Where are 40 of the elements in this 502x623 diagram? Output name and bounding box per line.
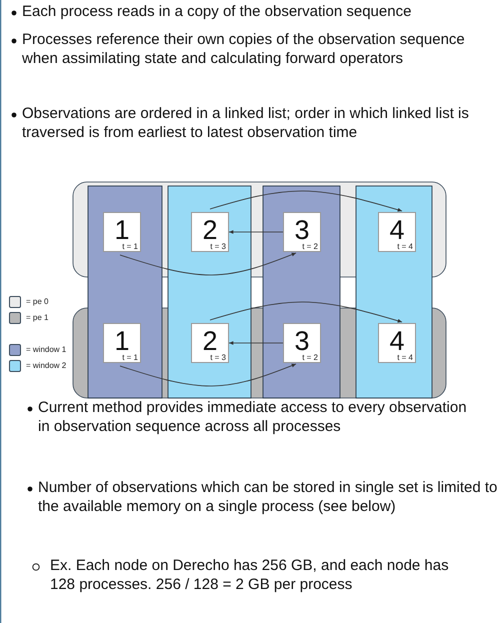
observation-box [103,212,141,252]
bullet-text: Number of observations which can be stored in single set is limited to the available memory on a single process (see below) [38,479,498,516]
time-label: t = 2 [302,242,318,251]
observation-number: 2 [201,326,219,356]
observation-box [191,323,229,363]
time-label: t = 3 [210,242,226,251]
bullet-text: Each process reads in a copy of the observation sequence [22,3,412,22]
time-label: t = 1 [122,353,138,362]
bullet-text: Ex. Each node on Derecho has 256 GB, and each node has 128 processes. 256 / 128 = 2 GB per process [50,557,450,594]
time-label: t = 2 [302,353,318,362]
time-label: t = 4 [397,353,413,362]
bullet-text: Current method provides immediate access to every observation in observation sequence across all processes [38,399,468,436]
observation-number: 4 [388,215,406,245]
observation-box [283,323,321,363]
arrow [210,302,402,323]
arrow [228,341,284,345]
observation-number: 1 [113,215,131,245]
observation-number: 3 [293,326,311,356]
observation-number: 3 [293,215,311,245]
legend-label: = window 1 [26,345,66,355]
observation-number: 1 [113,326,131,356]
observation-box [283,212,321,252]
time-label: t = 3 [210,353,226,362]
time-label: t = 1 [122,242,138,251]
legend-label: = pe 0 [26,297,48,307]
legend-label: = pe 1 [26,313,48,323]
arrow [210,190,402,212]
observation-number: 2 [201,215,219,245]
observation-box [191,212,229,252]
observation-box [103,323,141,363]
arrow [120,364,296,386]
legend-label: = window 2 [26,361,66,371]
bullet-text: Processes reference their own copies of the observation sequence when assimilating state and calculating forward operators [22,31,466,68]
time-label: t = 4 [397,242,413,251]
arrow [120,252,296,276]
observation-box [378,212,416,252]
observation-number: 4 [388,326,406,356]
observation-box [378,323,416,363]
arrow [228,230,284,234]
bullet-text: Observations are ordered in a linked list; order in which linked list is traversed is from earliest to latest observation time [22,105,470,142]
